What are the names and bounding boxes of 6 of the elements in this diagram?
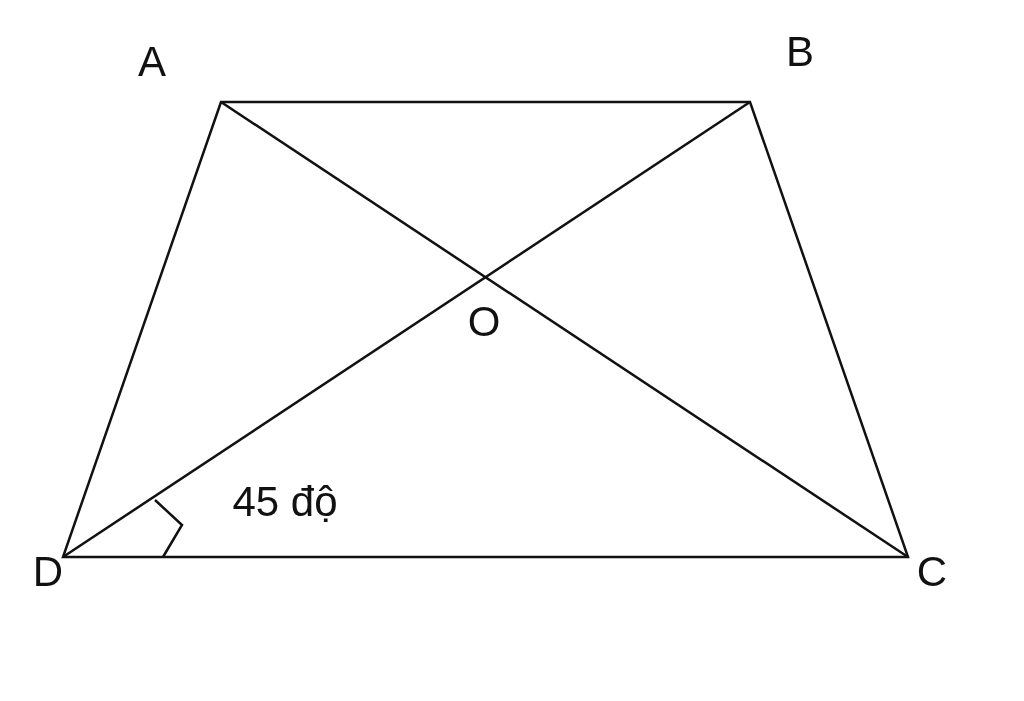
point-label: D	[32, 551, 64, 593]
angle-label: 45 độ	[232, 481, 338, 523]
point-label: C	[916, 551, 948, 593]
point-label: A	[138, 41, 166, 83]
point-label: B	[786, 31, 814, 73]
point-label: O	[467, 301, 501, 343]
